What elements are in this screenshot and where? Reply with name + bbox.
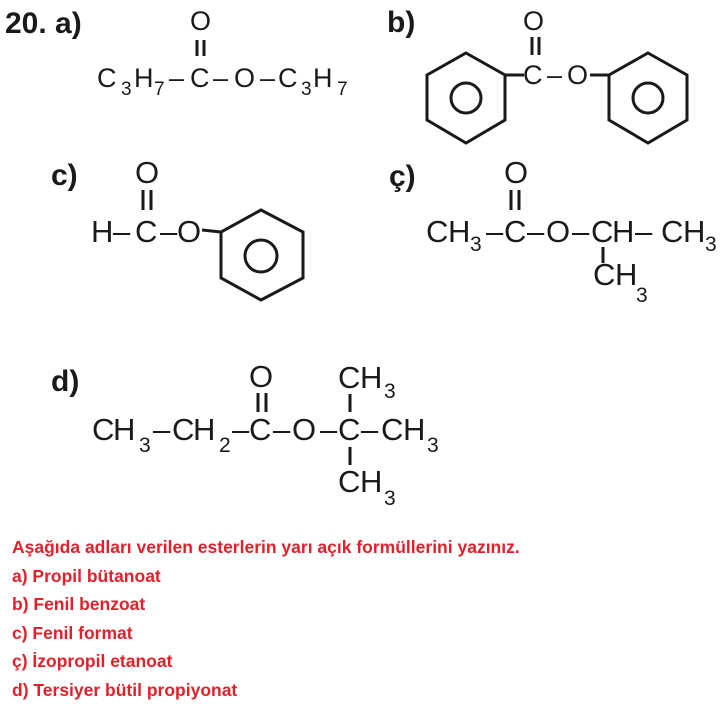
aromatic-circle	[631, 81, 665, 115]
instruction-text: Aşağıda adları verilen esterlerin yarı a…	[12, 537, 520, 557]
atom-o: O	[135, 155, 159, 190]
task-item: a) Propil bütanoat	[12, 565, 161, 586]
structure-d: O C H 3 C H 3 – C H 2 – C – O – C – C H …	[92, 359, 439, 510]
part-label-c-cedilla: ç)	[389, 160, 416, 193]
atom-o: O	[567, 60, 588, 90]
task-item: ç) İzopropil etanoat	[12, 651, 173, 671]
part-label-c: c)	[51, 159, 78, 192]
task-item: b) Fenil benzoat	[12, 594, 146, 614]
structure-c-cedilla: O C H 3 – C – O – C H – C H 3 C H 3	[426, 155, 717, 307]
aromatic-circle	[243, 238, 279, 274]
part-label-b: b)	[387, 6, 415, 39]
atom-o: O	[523, 6, 544, 36]
bottom-branch-ch3: C H 3	[338, 464, 396, 510]
benzene-ring	[425, 51, 507, 145]
formula-chain: H – C – O	[91, 214, 201, 249]
atom-o: O	[190, 6, 211, 36]
task-item: c) Fenil format	[12, 622, 133, 643]
task-item: d) Tersiyer bütil propiyonat	[12, 679, 238, 700]
benzene-ring	[219, 208, 305, 302]
atom-c: C	[523, 60, 543, 90]
structure-b: O C – O	[425, 6, 689, 145]
aromatic-circle	[449, 81, 483, 115]
branch-ch3: C H 3	[593, 257, 648, 307]
structure-c: O H – C – O	[91, 155, 305, 302]
structure-a: O C 3 H 7 – C – O – C 3 H 7	[97, 6, 348, 101]
single-bond	[201, 228, 222, 234]
part-label-d: d)	[51, 365, 79, 398]
formula-chain: C H 3 – C H 2 – C – O – C – C H 3	[92, 412, 439, 459]
formula-chain: C H 3 – C – O – C H – C H 3	[426, 214, 717, 258]
top-branch-ch3: C H 3	[338, 360, 396, 403]
benzene-ring	[607, 51, 689, 145]
atom-o: O	[504, 155, 528, 190]
task-instructions: Aşağıda adları verilen esterlerin yarı a…	[12, 533, 520, 704]
bond-dash: –	[547, 60, 562, 90]
atom-o: O	[249, 359, 273, 394]
formula-chain: C 3 H 7 – C – O – C 3 H 7	[97, 63, 348, 101]
question-label: 20. a)	[5, 7, 82, 40]
